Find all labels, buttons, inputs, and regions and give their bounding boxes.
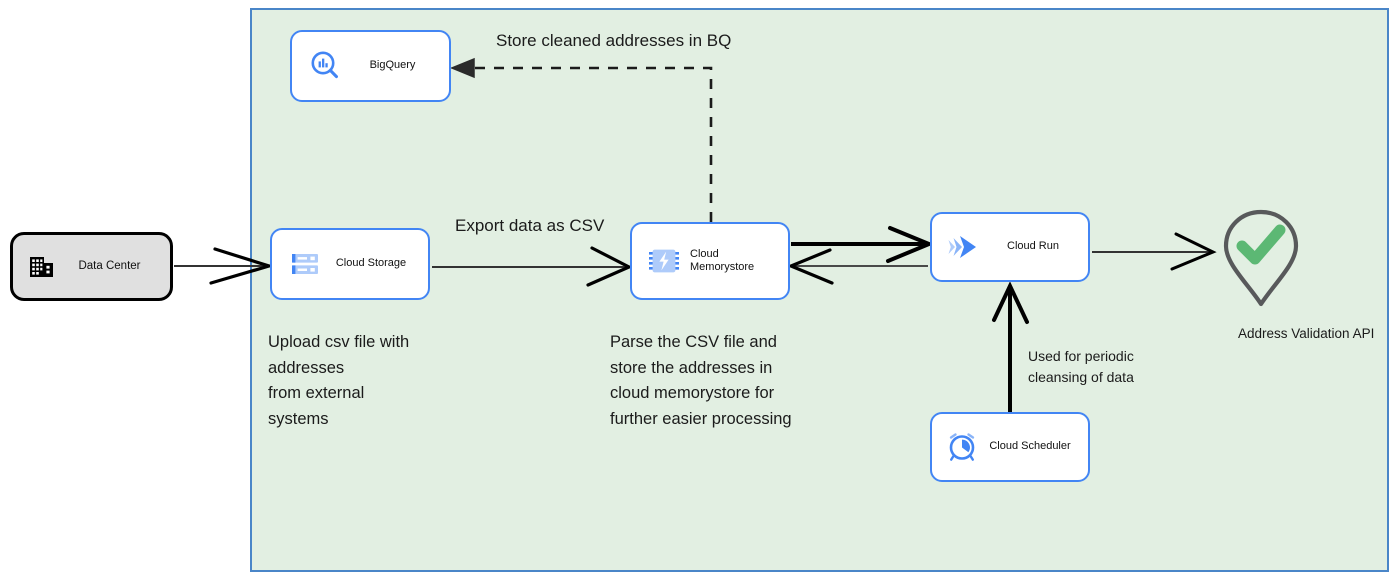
cloud-boundary-panel — [250, 8, 1389, 572]
node-label-data-center: Data Center — [78, 260, 141, 273]
edge-label-store-in-bq: Store cleaned addresses in BQ — [496, 31, 732, 50]
edge-label-export-csv: Export data as CSV — [455, 216, 605, 235]
node-label-cloud-run: Cloud Run — [1007, 240, 1059, 253]
node-bigquery[interactable]: BigQuery — [290, 30, 451, 102]
data-center-icon — [29, 254, 55, 280]
node-label-bigquery: BigQuery — [369, 59, 416, 72]
cloud-memorystore-icon — [648, 245, 680, 277]
node-data-center[interactable]: Data Center — [10, 232, 173, 301]
node-cloud-scheduler[interactable]: Cloud Scheduler — [930, 412, 1090, 482]
node-label-cloud-memorystore: Cloud Memorystore — [690, 247, 755, 273]
annotation-parse-csv: Parse the CSV file and store the address… — [610, 333, 792, 428]
annotation-periodic-cleansing: Used for periodic cleansing of data — [1028, 348, 1134, 385]
cloud-storage-icon — [290, 249, 320, 279]
map-pin-check-icon — [1218, 208, 1304, 308]
node-cloud-run[interactable]: Cloud Run — [930, 212, 1090, 282]
bigquery-icon — [308, 49, 342, 83]
annotation-upload-csv: Upload csv file with addresses from exte… — [268, 333, 410, 428]
node-label-cloud-storage: Cloud Storage — [335, 257, 407, 270]
cloud-scheduler-icon — [946, 431, 978, 463]
cloud-run-icon — [946, 231, 984, 263]
node-label-cloud-scheduler: Cloud Scheduler — [989, 440, 1071, 453]
node-label-address-validation-api: Address Validation API — [1238, 326, 1375, 341]
node-cloud-storage[interactable]: Cloud Storage — [270, 228, 430, 300]
node-cloud-memorystore[interactable]: Cloud Memorystore — [630, 222, 790, 300]
